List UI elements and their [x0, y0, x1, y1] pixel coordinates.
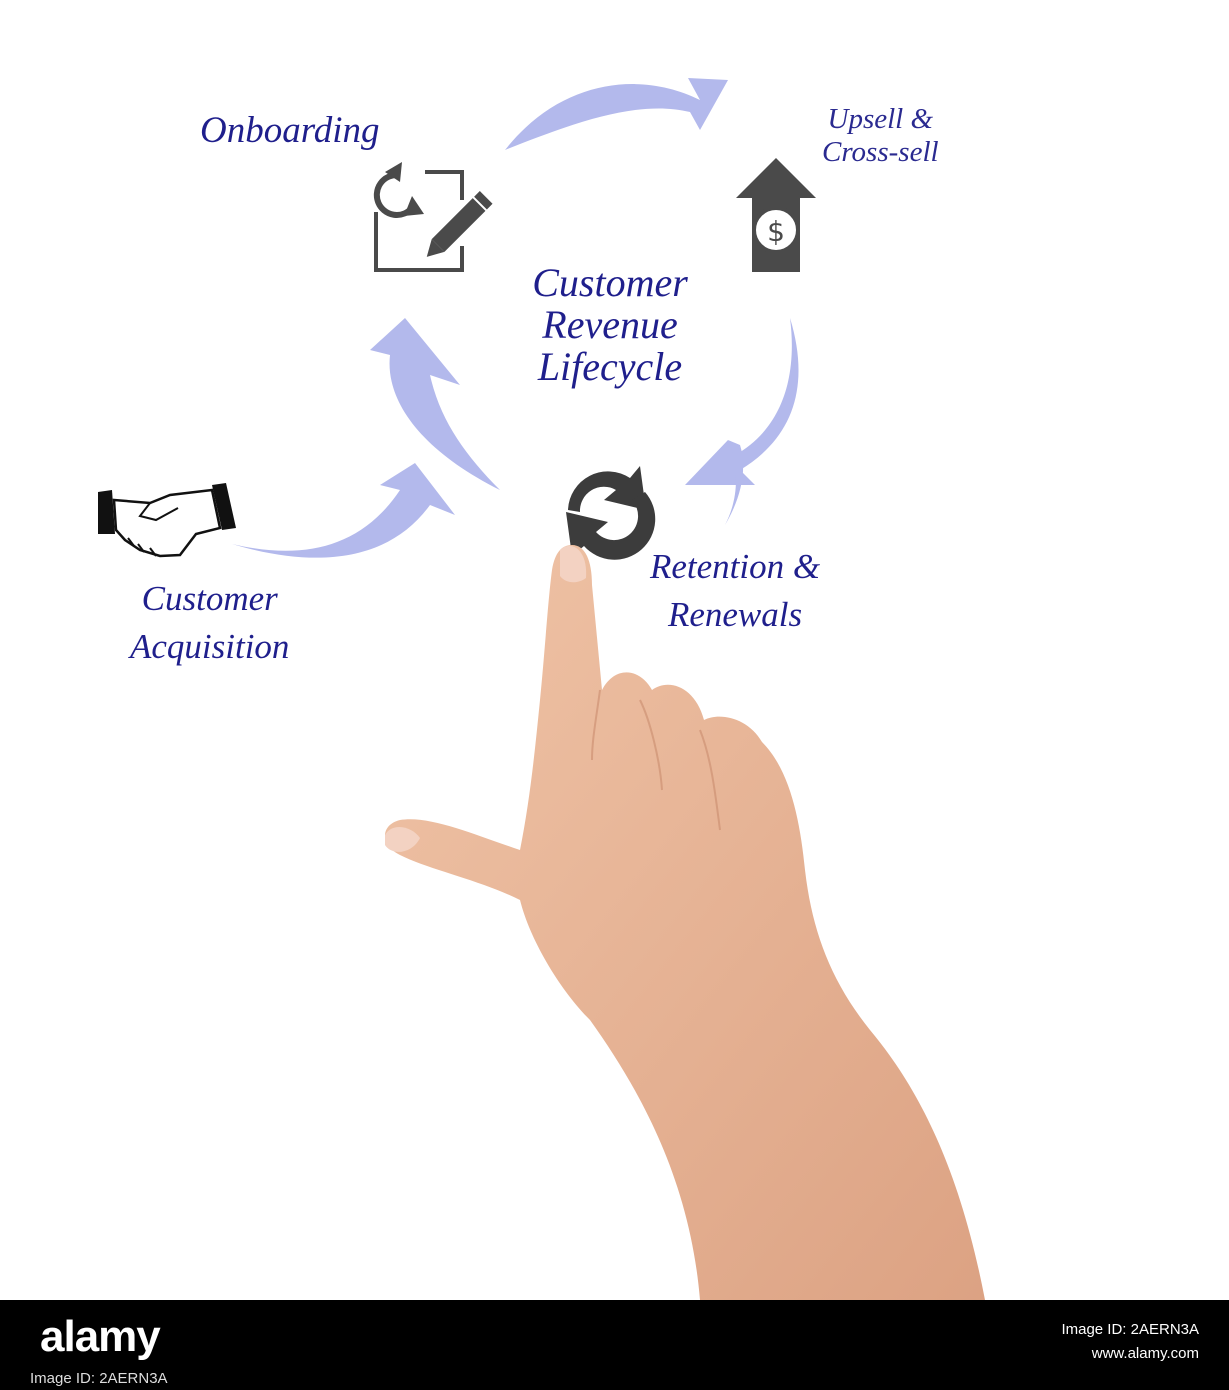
acquisition-label-line: Customer	[141, 579, 278, 618]
center-title-line: Revenue	[542, 302, 678, 347]
stage-icons: $	[98, 158, 816, 560]
cycle-arrows	[232, 78, 799, 558]
hand-shape	[385, 545, 985, 1300]
diagram-canvas: $ Customer Revenue Lif	[98, 78, 985, 1300]
arrow-acquisition-to-cycle	[232, 463, 455, 558]
retention-label-line: Retention &	[650, 547, 821, 586]
arrow-upsell-tail	[725, 440, 744, 525]
watermark-right: Image ID: 2AERN3A www.alamy.com	[1061, 1318, 1199, 1366]
handshake-icon	[98, 483, 236, 558]
center-title-line: Customer	[532, 260, 688, 305]
center-title: Customer Revenue Lifecycle	[470, 262, 750, 388]
arrow-upsell-to-retention	[685, 318, 799, 485]
watermark-url: www.alamy.com	[1091, 1345, 1199, 1362]
acquisition-label-line: Acquisition	[130, 627, 290, 666]
fingernail	[560, 545, 587, 583]
upsell-label-line: Upsell &	[827, 103, 934, 135]
stock-watermark-bar: alamy Image ID: 2AERN3A Image ID: 2AERN3…	[0, 1300, 1229, 1390]
thumbnail	[385, 826, 420, 852]
onboarding-label-line: Onboarding	[200, 110, 380, 151]
center-title-line: Lifecycle	[537, 344, 683, 389]
arrow-onboarding-to-upsell	[505, 78, 728, 150]
knuckle-lines	[591, 689, 721, 831]
retention-label: Retention & Renewals	[650, 543, 820, 639]
onboarding-label: Onboarding	[200, 110, 380, 153]
svg-text:$: $	[767, 215, 785, 248]
dollar-up-arrow-icon: $	[736, 158, 816, 272]
upsell-label: Upsell & Cross-sell	[822, 103, 939, 170]
retention-label-line: Renewals	[667, 595, 803, 634]
image-id-text: Image ID: 2AERN3A	[30, 1370, 168, 1387]
arrow-retention-to-onboarding	[370, 318, 500, 490]
refresh-cycle-icon	[566, 466, 656, 560]
alamy-logo: alamy	[40, 1312, 161, 1361]
acquisition-label: Customer Acquisition	[130, 575, 289, 671]
upsell-label-line: Cross-sell	[822, 136, 939, 169]
pointing-hand-photo	[385, 545, 985, 1300]
onboarding-document-edit-icon	[373, 162, 493, 272]
image-id-right-text: Image ID: 2AERN3A	[1061, 1321, 1199, 1338]
